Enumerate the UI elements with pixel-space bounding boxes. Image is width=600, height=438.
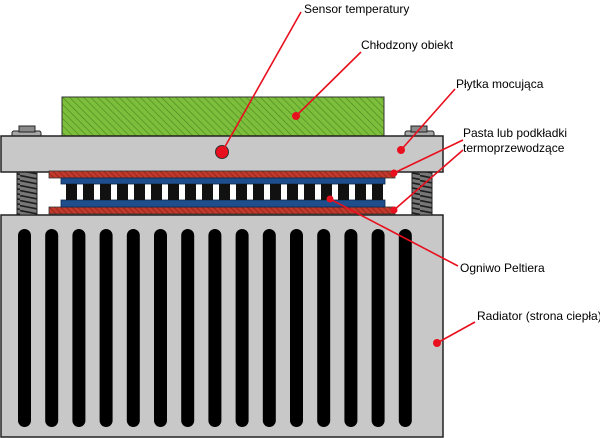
peltier-element xyxy=(66,184,77,200)
peltier-element xyxy=(185,184,196,200)
radiator-slot xyxy=(317,229,331,427)
tip-mounting-plate xyxy=(397,146,405,154)
peltier-element xyxy=(372,184,383,200)
radiator-slot xyxy=(99,229,113,427)
leader-radiator xyxy=(436,321,476,344)
peltier-element xyxy=(270,184,281,200)
peltier-element xyxy=(151,184,162,200)
thermal-paste-top xyxy=(48,170,396,179)
radiator-slot xyxy=(72,229,86,427)
tip-peltier xyxy=(326,195,334,203)
label-sensor: Sensor temperatury xyxy=(304,2,409,16)
peltier-element xyxy=(83,184,94,200)
peltier-element xyxy=(117,184,128,200)
leader-cooled-object xyxy=(295,51,362,117)
tip-radiator xyxy=(433,339,441,347)
peltier-element xyxy=(202,184,213,200)
leader-paste-top xyxy=(393,139,464,174)
peltier-elements xyxy=(66,184,383,200)
leader-paste-bottom xyxy=(393,149,464,211)
peltier-element xyxy=(355,184,366,200)
peltier-element xyxy=(100,184,111,200)
radiator-slot xyxy=(262,229,276,427)
cooled-object xyxy=(61,96,385,137)
radiator-fins xyxy=(18,229,412,427)
peltier-element xyxy=(304,184,315,200)
radiator-slot xyxy=(371,229,385,427)
peltier-element xyxy=(253,184,264,200)
tip-paste-bottom xyxy=(390,206,398,214)
radiator-slot xyxy=(235,229,249,427)
thermal-paste-bottom xyxy=(48,206,396,215)
peltier-element xyxy=(287,184,298,200)
radiator-slot xyxy=(126,229,140,427)
leader-sensor xyxy=(221,11,302,153)
label-paste-line1: Pasta lub podkładki xyxy=(463,126,567,140)
radiator-slot xyxy=(398,229,412,427)
radiator-slot xyxy=(181,229,195,427)
peltier-element xyxy=(338,184,349,200)
label-peltier-cell: Ogniwo Peltiera xyxy=(460,261,545,275)
peltier-element xyxy=(134,184,145,200)
peltier-element xyxy=(321,184,332,200)
peltier-element xyxy=(219,184,230,200)
label-cooled-object: Chłodzony obiekt xyxy=(361,38,454,52)
label-mounting-plate: Płytka mocująca xyxy=(456,77,544,91)
peltier-element xyxy=(168,184,179,200)
radiator-slot xyxy=(18,229,31,427)
radiator xyxy=(0,214,444,438)
radiator-slot xyxy=(208,229,222,427)
tip-cooled-object xyxy=(292,112,300,120)
leader-mounting-plate xyxy=(400,88,456,151)
leader-peltier xyxy=(329,198,459,267)
peltier-bottom-plate xyxy=(60,199,386,208)
radiator-slot xyxy=(154,229,167,427)
peltier-cell xyxy=(60,177,386,208)
radiator-slot xyxy=(290,229,303,427)
peltier-top-plate xyxy=(60,177,386,185)
label-paste-line2: termoprzewodzące xyxy=(463,141,565,155)
tip-paste-top xyxy=(390,169,398,177)
radiator-slot xyxy=(344,229,358,427)
radiator-slot xyxy=(45,229,59,427)
peltier-element xyxy=(236,184,247,200)
label-radiator: Radiator (strona ciepła) xyxy=(477,309,600,323)
